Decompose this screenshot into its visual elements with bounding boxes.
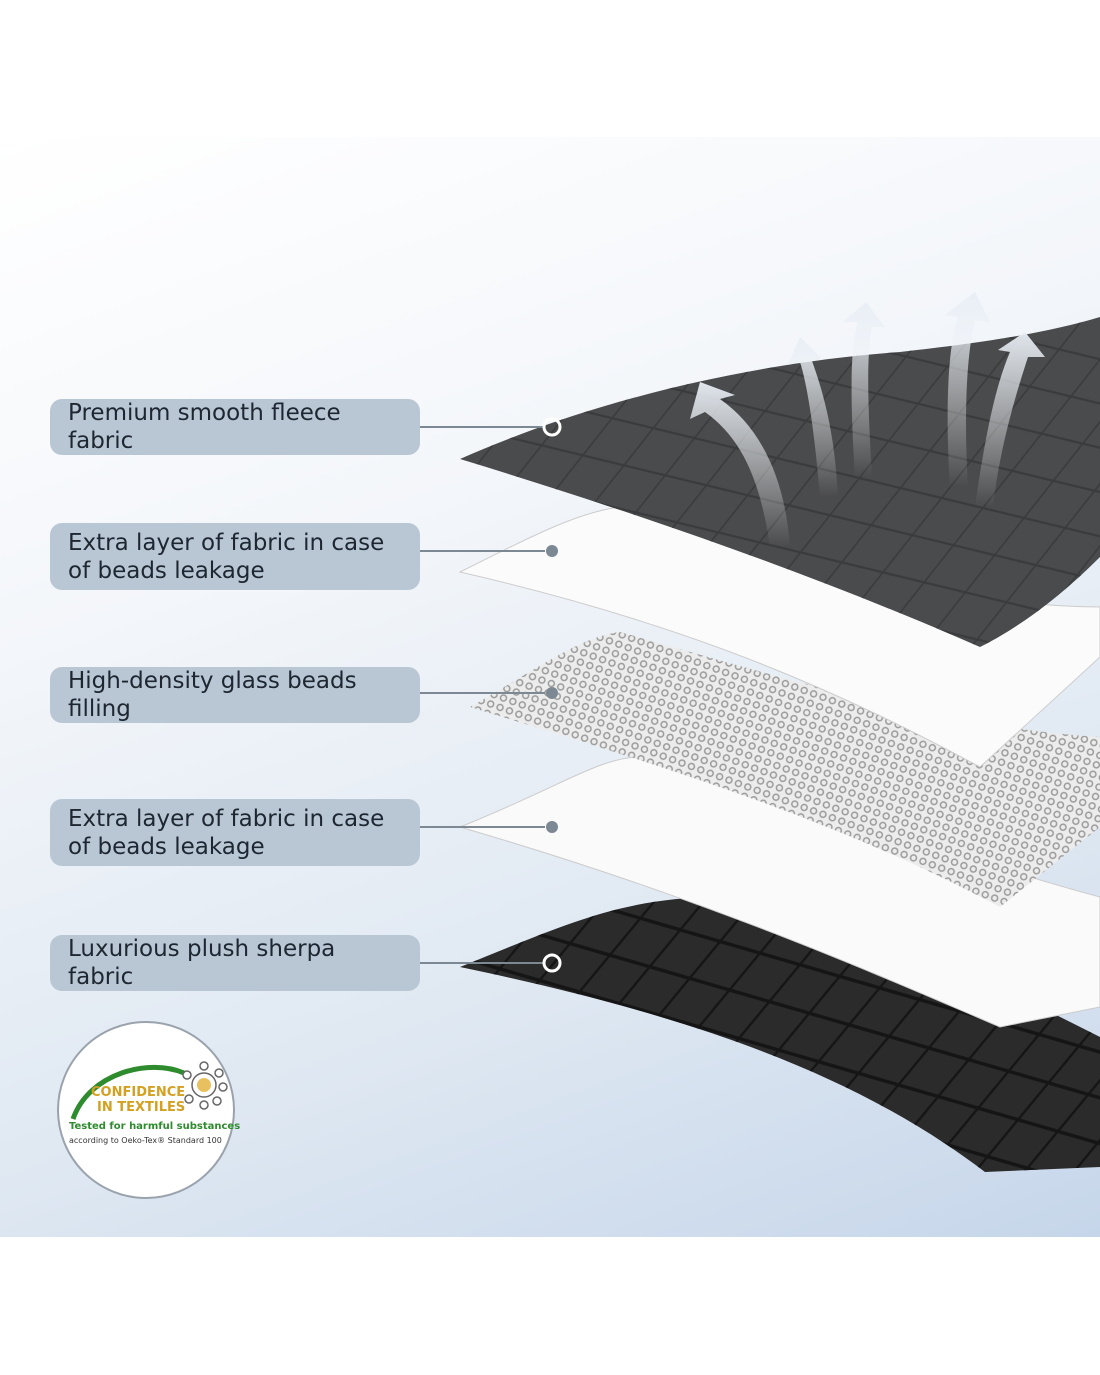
label-extra-layer-top: Extra layer of fabric in case of beads l… [50,523,420,590]
label-glass-beads: High-density glass beads filling [50,667,420,723]
label-text: Premium smooth fleece fabric [68,400,341,454]
glass-beads-layer [470,632,1100,907]
badge-arc-icon [70,1061,228,1120]
label-text: Luxurious plush sherpa fabric [68,936,336,990]
badge-subtitle: Tested for harmful substances [69,1121,241,1132]
badge-line2: IN TEXTILES [97,1100,186,1115]
fleece-layer [460,317,1100,647]
label-extra-layer-bottom: Extra layer of fabric in case of beads l… [50,799,420,866]
badge-standard: according to Oeko-Tex® Standard 100 [69,1136,222,1145]
label-fleece: Premium smooth fleece fabric [50,399,420,455]
leader-dots [542,417,562,973]
label-sherpa: Luxurious plush sherpa fabric [50,935,420,991]
product-layers-diagram: Premium smooth fleece fabric Extra layer… [0,137,1100,1237]
label-text: High-density glass beads filling [68,668,357,722]
label-text: Extra layer of fabric in case of beads l… [68,805,385,860]
label-text: Extra layer of fabric in case of beads l… [68,529,385,584]
leader-lines [420,426,545,964]
badge-line1: CONFIDENCE [91,1085,186,1100]
breathable-arrows-icon [690,292,1045,547]
layers-illustration [420,292,1100,1172]
